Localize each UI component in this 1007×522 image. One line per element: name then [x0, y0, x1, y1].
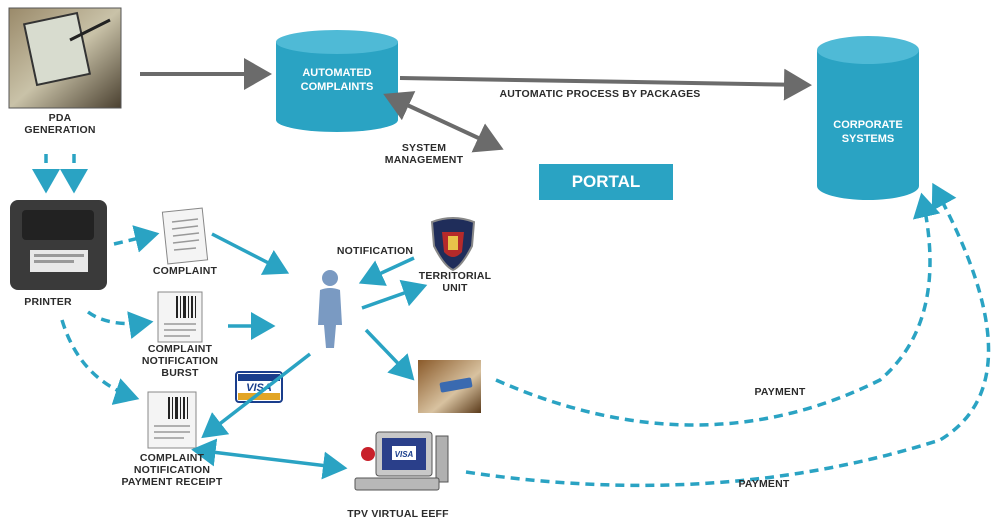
- printer-to-complaint-arrow: [113, 225, 160, 253]
- tpv-payment-to-corporate-arrow: [465, 182, 991, 488]
- complaint-to-person-arrow: [211, 232, 290, 275]
- receipt-to-tpv-arrow: [191, 438, 348, 480]
- card-payment-to-corporate-arrow: [495, 192, 941, 427]
- complaint-burst-document-icon: [157, 291, 203, 343]
- automated-to-corporate-arrow: [399, 68, 812, 101]
- printer-label: PRINTER: [24, 296, 72, 308]
- payment-label-2: PAYMENT: [738, 478, 790, 490]
- person-to-card-payment-arrow: [364, 328, 415, 381]
- complaint-notification-payment-receipt-label: COMPLAINT NOTIFICATION PAYMENT RECEIPT: [121, 452, 223, 488]
- corporate-systems-label: CORPORATE SYSTEMS: [833, 119, 903, 145]
- tpv-computer-icon: VISA: [354, 431, 449, 491]
- system-management-arrow: [383, 91, 504, 153]
- pda-device-image: [8, 7, 122, 109]
- person-icon: [318, 270, 342, 348]
- svg-text:VISA: VISA: [395, 450, 414, 459]
- visa-label: VISA: [246, 382, 272, 394]
- automatic-process-label: AUTOMATIC PROCESS BY PACKAGES: [499, 88, 701, 100]
- visa-card-icon: VISA: [235, 371, 283, 403]
- territorial-unit-badge-icon: [430, 217, 476, 272]
- automated-complaints-label: AUTOMATED COMPLAINTS: [300, 67, 374, 93]
- pda-generation-label: PDA GENERATION: [24, 112, 96, 136]
- notification-label: NOTIFICATION: [336, 245, 414, 257]
- person-to-territorial-arrow: [361, 279, 428, 310]
- corporate-systems-cylinder: [817, 36, 919, 200]
- card-payment-photo: [418, 360, 481, 413]
- territorial-unit-label: TERRITORIAL UNIT: [418, 270, 492, 294]
- complaint-notification-burst-label: COMPLAINT NOTIFICATION BURST: [141, 343, 219, 379]
- payment-label-1: PAYMENT: [754, 386, 806, 398]
- person-to-receipt-arrow: [201, 352, 312, 439]
- portal-box: PORTAL: [539, 164, 673, 200]
- printer-image: [10, 200, 107, 290]
- notification-arrow: [358, 256, 415, 286]
- complaint-label: COMPLAINT: [152, 265, 218, 277]
- printer-to-burst-arrow: [86, 310, 154, 339]
- complaint-document-icon: [161, 207, 209, 265]
- automated-complaints-cylinder: [276, 30, 398, 132]
- printer-to-receipt-arrow: [60, 319, 140, 405]
- payment-receipt-document-icon: [147, 391, 197, 449]
- system-management-label: SYSTEM MANAGEMENT: [384, 142, 464, 166]
- tpv-virtual-label: TPV VIRTUAL EEFF: [347, 508, 449, 520]
